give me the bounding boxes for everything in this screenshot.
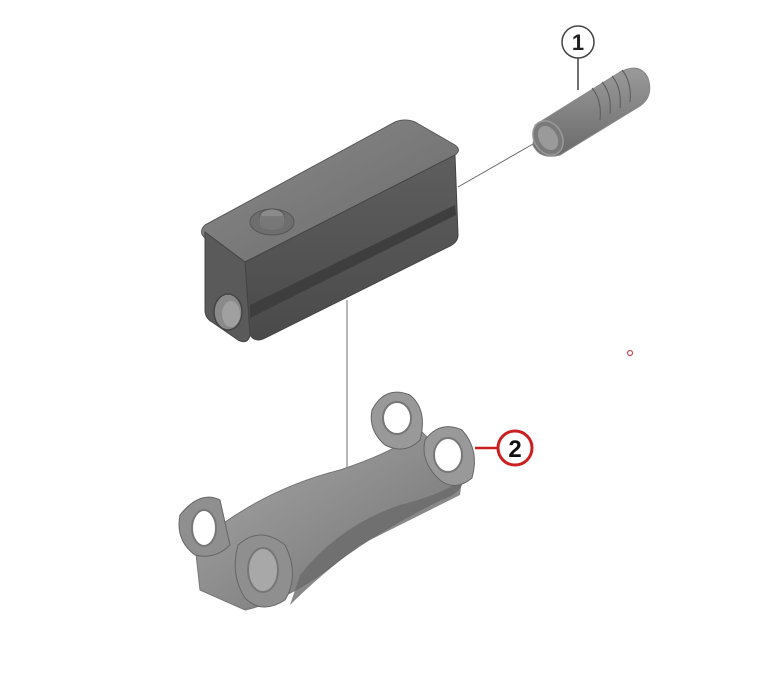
- marker-dot: [626, 349, 634, 357]
- callout-1[interactable]: 1: [561, 25, 595, 90]
- callout-2-label: 2: [508, 436, 521, 463]
- callout-1-label: 1: [572, 30, 584, 55]
- callout-2[interactable]: 2: [475, 429, 534, 467]
- housing-block: [201, 119, 459, 343]
- part-2-bracket: [178, 391, 475, 611]
- part-1-sleeve: [532, 67, 651, 157]
